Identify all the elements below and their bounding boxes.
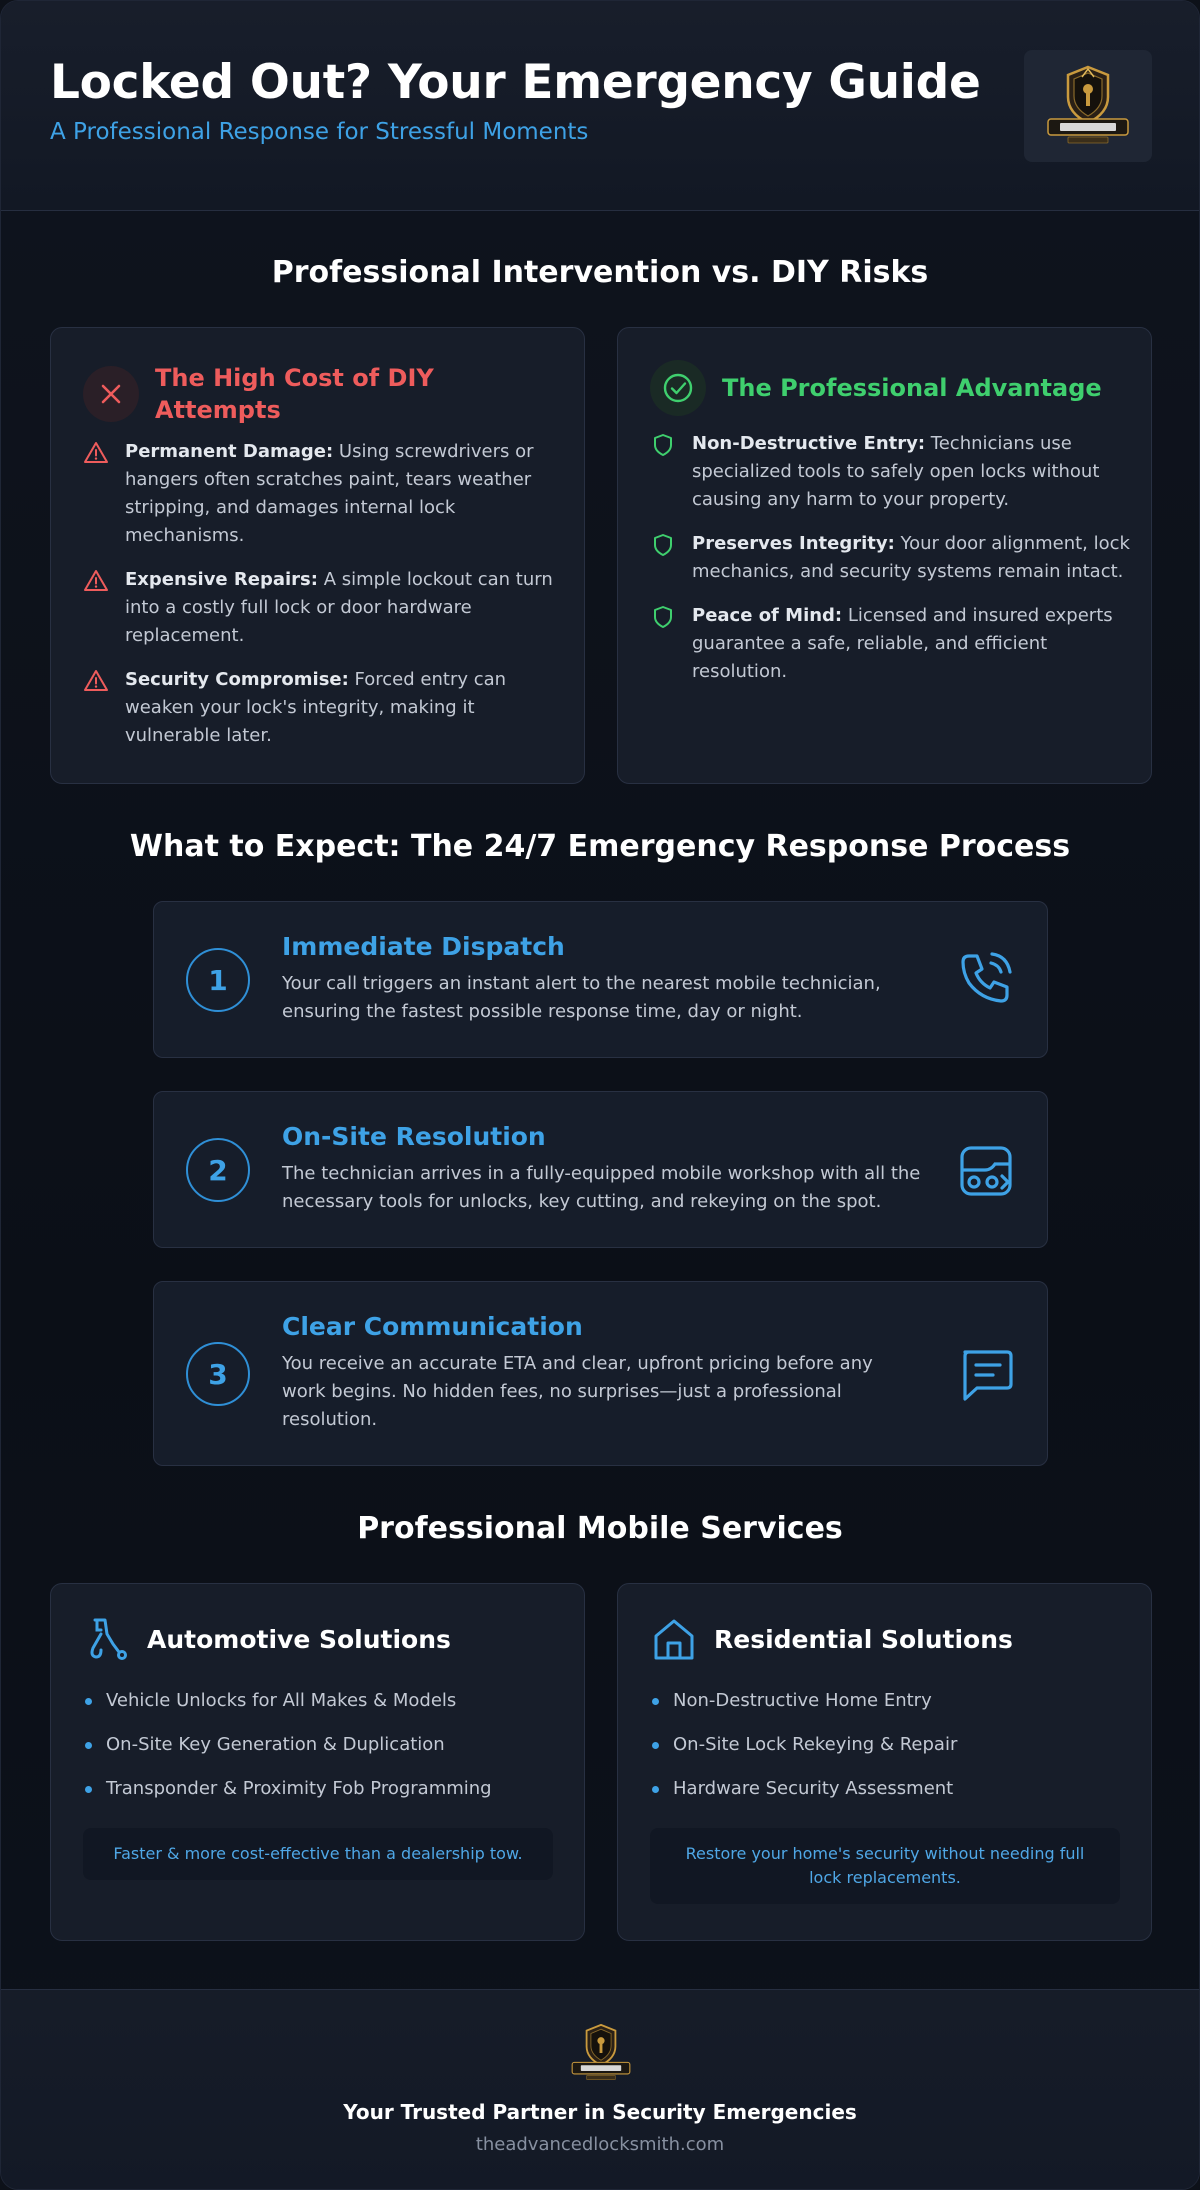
- bullet-dot: [85, 1742, 92, 1749]
- list-item: Peace of Mind: Licensed and insured expe…: [650, 602, 1130, 686]
- diy-item-text: Using screwdrivers or hangers often scra…: [125, 441, 534, 546]
- house-icon: [654, 1619, 694, 1660]
- mobile-workshop-icon: [960, 1146, 1012, 1196]
- pro-item-text: Licensed and insured experts guarantee a…: [692, 605, 1113, 682]
- shield-icon: [654, 434, 672, 456]
- step-number: 2: [186, 1138, 250, 1202]
- list-item: On-Site Key Generation & Duplication: [83, 1732, 492, 1776]
- footer-tagline: Your Trusted Partner in Security Emergen…: [343, 2100, 857, 2124]
- professional-advantage-card: The Professional Advantage Non-Destructi…: [617, 327, 1152, 784]
- residential-note: Restore your home's security without nee…: [650, 1828, 1120, 1904]
- bullet-dot: [85, 1698, 92, 1705]
- diy-item-label: Security Compromise:: [125, 669, 349, 690]
- automotive-service-list: Vehicle Unlocks for All Makes & Models O…: [83, 1688, 492, 1820]
- diy-item-text: Forced entry can weaken your lock's inte…: [125, 669, 507, 746]
- bullet-dot: [652, 1698, 659, 1705]
- step-title: Immediate Dispatch: [282, 932, 565, 961]
- warning-triangle-icon: [84, 670, 108, 691]
- process-step-3: 3 Clear Communication You receive an acc…: [153, 1281, 1048, 1466]
- automotive-solutions-card: Automotive Solutions Vehicle Unlocks for…: [50, 1583, 585, 1941]
- x-icon: [83, 366, 139, 422]
- step-number: 3: [186, 1342, 250, 1406]
- footer: Your Trusted Partner in Security Emergen…: [1, 1989, 1199, 2189]
- list-item: Preserves Integrity: Your door alignment…: [650, 530, 1130, 586]
- pro-card-heading: The Professional Advantage: [722, 374, 1102, 402]
- process-step-1: 1 Immediate Dispatch Your call triggers …: [153, 901, 1048, 1058]
- automotive-card-header: Automotive Solutions: [85, 1616, 451, 1662]
- step-description: Your call triggers an instant alert to t…: [282, 973, 881, 1022]
- logo[interactable]: [1024, 50, 1152, 162]
- step-title: Clear Communication: [282, 1312, 583, 1341]
- phone-ringing-icon: [961, 952, 1012, 1003]
- shield-icon: [654, 534, 672, 556]
- step-description: The technician arrives in a fully-equipp…: [282, 1163, 921, 1212]
- pro-advantage-list: Non-Destructive Entry: Technicians use s…: [650, 430, 1130, 702]
- pro-item-label: Peace of Mind:: [692, 605, 843, 626]
- pro-item-text: Technicians use specialized tools to saf…: [692, 433, 1100, 510]
- footer-website-link[interactable]: theadvancedlocksmith.com: [475, 2134, 725, 2155]
- residential-service-list: Non-Destructive Home Entry On-Site Lock …: [650, 1688, 957, 1820]
- automotive-card-title: Automotive Solutions: [147, 1624, 451, 1654]
- diy-item-label: Expensive Repairs:: [125, 569, 318, 590]
- list-item: Security Compromise: Forced entry can we…: [83, 666, 563, 750]
- residential-solutions-card: Residential Solutions Non-Destructive Ho…: [617, 1583, 1152, 1941]
- page-title: Locked Out? Your Emergency Guide: [50, 55, 981, 110]
- diy-card-header: The High Cost of DIY Attempts: [83, 362, 515, 426]
- header: Locked Out? Your Emergency Guide A Profe…: [1, 1, 1199, 211]
- step-description: You receive an accurate ETA and clear, u…: [282, 1353, 873, 1430]
- bullet-dot: [652, 1786, 659, 1793]
- pro-item-label: Preserves Integrity:: [692, 533, 895, 554]
- step-title: On-Site Resolution: [282, 1122, 546, 1151]
- list-item: Transponder & Proximity Fob Programming: [83, 1776, 492, 1820]
- bullet-dot: [652, 1742, 659, 1749]
- residential-card-title: Residential Solutions: [714, 1624, 1013, 1654]
- warning-triangle-icon: [84, 442, 108, 463]
- residential-card-header: Residential Solutions: [652, 1616, 1013, 1662]
- list-item: Expensive Repairs: A simple lockout can …: [83, 566, 563, 650]
- process-section-title: What to Expect: The 24/7 Emergency Respo…: [129, 829, 1071, 864]
- check-circle-icon: [650, 360, 706, 416]
- list-item: Vehicle Unlocks for All Makes & Models: [83, 1688, 492, 1732]
- list-item: Non-Destructive Entry: Technicians use s…: [650, 430, 1130, 514]
- message-icon: [963, 1350, 1013, 1401]
- shield-icon: [654, 606, 672, 628]
- services-section-title: Professional Mobile Services: [357, 1511, 843, 1546]
- list-item: On-Site Lock Rekeying & Repair: [650, 1732, 957, 1776]
- comparison-section-title: Professional Intervention vs. DIY Risks: [271, 255, 929, 290]
- locksmith-shield-logo-icon: [1047, 65, 1129, 144]
- automotive-note: Faster & more cost-effective than a deal…: [83, 1828, 553, 1880]
- pro-item-text: Your door alignment, lock mechanics, and…: [692, 533, 1130, 582]
- warning-triangle-icon: [84, 570, 108, 591]
- diy-item-text: A simple lockout can turn into a costly …: [125, 569, 553, 646]
- diy-risks-card: The High Cost of DIY Attempts Permanent …: [50, 327, 585, 784]
- list-item: Permanent Damage: Using screwdrivers or …: [83, 438, 563, 550]
- locksmith-shield-logo-icon[interactable]: [563, 2022, 639, 2084]
- page-subtitle: A Professional Response for Stressful Mo…: [50, 119, 589, 145]
- diy-risk-list: Permanent Damage: Using screwdrivers or …: [83, 438, 563, 766]
- step-number: 1: [186, 948, 250, 1012]
- pro-item-label: Non-Destructive Entry:: [692, 433, 926, 454]
- process-step-2: 2 On-Site Resolution The technician arri…: [153, 1091, 1048, 1248]
- list-item: Hardware Security Assessment: [650, 1776, 957, 1820]
- pro-card-header: The Professional Advantage: [650, 360, 1102, 416]
- diy-card-heading: The High Cost of DIY Attempts: [155, 364, 434, 424]
- bullet-dot: [85, 1786, 92, 1793]
- diy-item-label: Permanent Damage:: [125, 441, 334, 462]
- car-key-icon: [90, 1618, 127, 1660]
- list-item: Non-Destructive Home Entry: [650, 1688, 957, 1732]
